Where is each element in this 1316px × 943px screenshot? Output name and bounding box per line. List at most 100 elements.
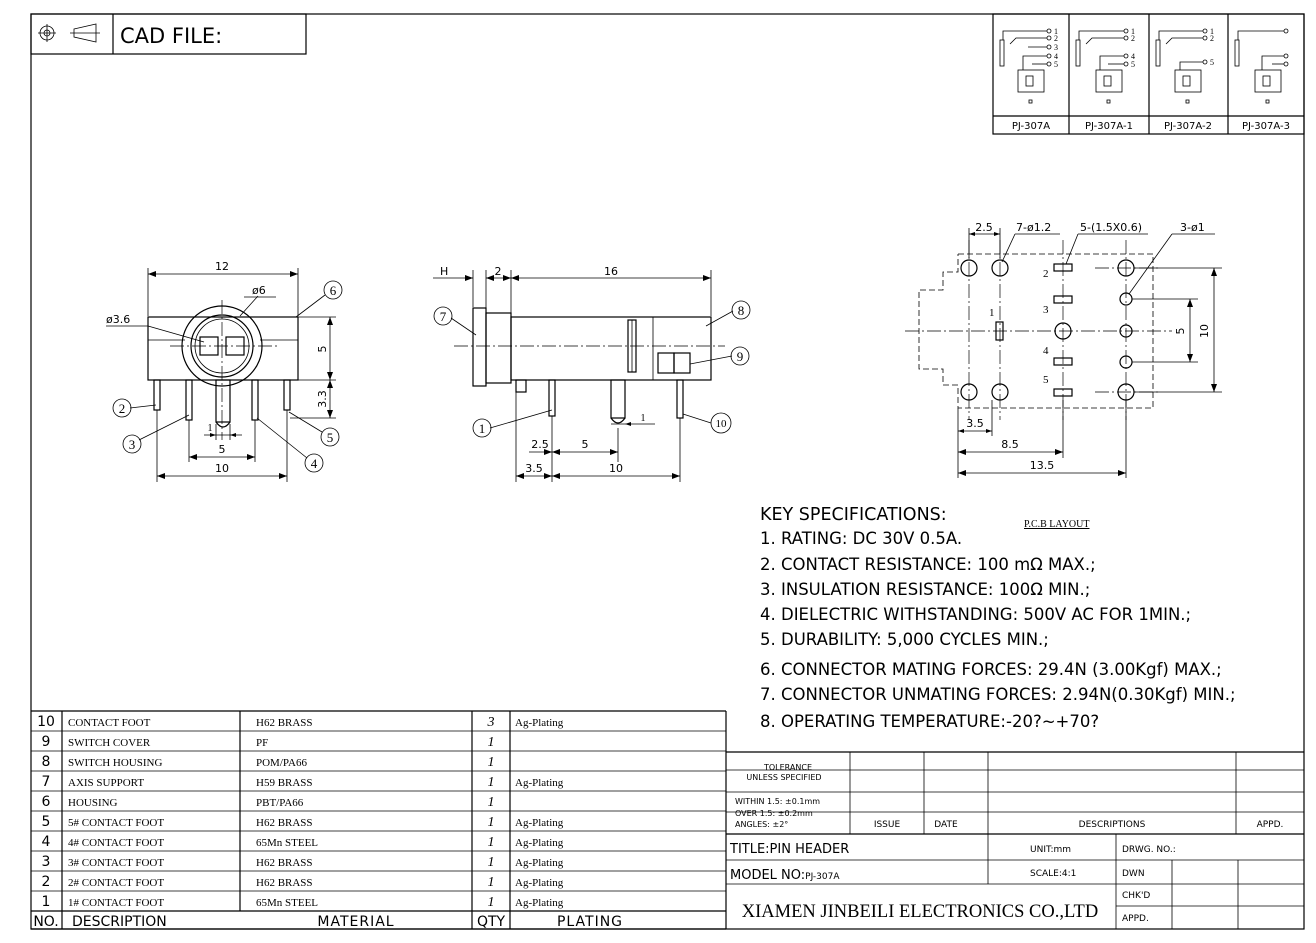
bom-header-no: NO.: [33, 914, 58, 930]
balloon-7: [433, 306, 453, 326]
dim-label: 10: [1198, 324, 1211, 338]
pcb-layout-caption: P.C.B LAYOUT: [1024, 519, 1089, 530]
dim-label: 2: [495, 265, 502, 278]
bom-cell-plating: Ag-Plating: [515, 837, 564, 849]
appd-header: APPD.: [1257, 820, 1284, 830]
bom-cell-description: HOUSING: [68, 797, 118, 809]
bom-cell-no: 6: [42, 794, 51, 810]
bom-cell-plating: Ag-Plating: [515, 777, 564, 789]
pcb-pin-number: 4: [1043, 345, 1049, 357]
balloon-number: 6: [330, 283, 337, 298]
dim-label: 5: [1174, 328, 1187, 335]
bom-cell-qty: 1: [488, 875, 495, 890]
balloon-number: 10: [716, 418, 728, 430]
bom-cell-qty: 1: [488, 835, 495, 850]
appd-label: APPD.: [1122, 914, 1149, 924]
tolerance-over: OVER 1.5: ±0.2mm: [735, 809, 813, 818]
balloon-3: [122, 434, 142, 454]
dim-label: 3.3: [316, 390, 329, 408]
spec-item: 2. CONTACT RESISTANCE: 100 mΩ MAX.;: [760, 555, 1096, 574]
variant-pin-label: 2: [1131, 34, 1135, 43]
drawing-title: TITLE:PIN HEADER: [729, 842, 849, 857]
variant-pin-label: 2: [1054, 34, 1058, 43]
drawing-number-label: DRWG. NO.:: [1122, 845, 1176, 855]
variant-pin-label: 2: [1210, 34, 1214, 43]
dim-label: 5: [582, 438, 589, 451]
variant-schematic-pj307a: 1 2 3 4 5: [999, 27, 1058, 104]
dim-label: 10: [609, 462, 623, 475]
issue-header: ISSUE: [874, 820, 901, 830]
bom-cell-no: 10: [37, 714, 55, 730]
descriptions-header: DESCRIPTIONS: [1079, 820, 1146, 830]
variant-pin-label: 5: [1131, 60, 1135, 69]
balloon-number: 8: [738, 303, 745, 318]
front-view: 12 ø6 ø3.6 5 3.3 1 5: [106, 260, 343, 482]
bom-cell-material: H62 BRASS: [256, 717, 313, 729]
bom-cell-material: PF: [256, 737, 268, 749]
balloon-number: 4: [311, 456, 318, 471]
bom-cell-description: 4# CONTACT FOOT: [68, 837, 164, 849]
spec-item: 8. OPERATING TEMPERATURE:-20?~+70?: [760, 712, 1099, 731]
pcb-layout: 1 2 3 4 5 2.5 7-ø1.2 5-(1.5X0.6) 3-ø1 5 …: [905, 221, 1222, 478]
dim-label: 1: [641, 413, 646, 424]
dim-label: ø3.6: [106, 313, 130, 326]
tolerance-angles: ANGLES: ±2°: [735, 820, 788, 829]
bom-cell-description: AXIS SUPPORT: [68, 777, 144, 789]
bom-cell-material: H62 BRASS: [256, 877, 313, 889]
dim-label: 2.5: [531, 438, 549, 451]
dim-label: 3.5: [966, 417, 984, 430]
balloon-6: [323, 280, 343, 300]
balloon-5: [320, 427, 340, 447]
tolerance-within: WITHIN 1.5: ±0.1mm: [735, 797, 820, 806]
bom-cell-no: 5: [42, 814, 51, 830]
spec-item: 3. INSULATION RESISTANCE: 100Ω MIN.;: [760, 580, 1090, 599]
dim-label: 8.5: [1001, 438, 1019, 451]
bom-cell-qty: 1: [488, 815, 495, 830]
dim-label: 10: [215, 462, 229, 475]
pcb-pin-number: 1: [989, 307, 995, 319]
bom-header-qty: QTY: [477, 914, 506, 930]
date-header: DATE: [934, 820, 958, 830]
variant-schematic-pj307a-2: 1 2 5: [1155, 27, 1214, 104]
dim-label: H: [440, 265, 448, 278]
variant-label: PJ-307A: [1012, 121, 1050, 132]
pcb-pin-number: 2: [1043, 268, 1049, 280]
key-specifications: KEY SPECIFICATIONS: P.C.B LAYOUT 1. RATI…: [760, 505, 1236, 731]
dim-label: 5-(1.5X0.6): [1080, 221, 1142, 234]
variant-schematic-pj307a-3: [1234, 28, 1289, 104]
specs-heading: KEY SPECIFICATIONS:: [760, 505, 947, 525]
bom-cell-plating: Ag-Plating: [515, 717, 564, 729]
bom-cell-no: 3: [42, 854, 51, 870]
bom-cell-no: 9: [42, 734, 51, 750]
spec-item: 5. DURABILITY: 5,000 CYCLES MIN.;: [760, 630, 1049, 649]
bom-cell-qty: 1: [488, 775, 495, 790]
variant-table: 1 2 3 4 5 1 2 4 5: [992, 13, 1305, 135]
chkd-label: CHK'D: [1122, 891, 1150, 901]
spec-item: 6. CONNECTOR MATING FORCES: 29.4N (3.00K…: [760, 660, 1222, 679]
bom-cell-no: 7: [42, 774, 51, 790]
side-view: H 2 16 2.5 5 1 3.5 10 7: [433, 265, 751, 482]
pcb-pin-number: 3: [1043, 304, 1049, 316]
tolerance-label: TOLERANCE: [763, 763, 812, 772]
balloon-2: [112, 398, 132, 418]
bom-cell-material: PBT/PA66: [256, 797, 304, 809]
variant-pin-label: 4: [1054, 52, 1058, 61]
balloon-8: [731, 300, 751, 320]
dim-label: 3.5: [525, 462, 543, 475]
bom-cell-material: 65Mn STEEL: [256, 897, 318, 909]
bom-cell-qty: 1: [488, 795, 495, 810]
bom-cell-plating: Ag-Plating: [515, 817, 564, 829]
variant-schematic-pj307a-1: 1 2 4 5: [1075, 27, 1135, 104]
model-number-value: PJ-307A: [805, 872, 840, 882]
variant-pin-label: 1: [1054, 27, 1058, 36]
bom-header-material: MATERIAL: [317, 914, 394, 930]
variant-pin-label: 5: [1210, 58, 1214, 67]
dwn-label: DWN: [1122, 869, 1145, 879]
pcb-pin-number: 5: [1043, 374, 1049, 386]
bom-cell-qty: 1: [488, 855, 495, 870]
projection-symbol-icon: [38, 23, 100, 43]
bom-cell-no: 2: [42, 874, 51, 890]
